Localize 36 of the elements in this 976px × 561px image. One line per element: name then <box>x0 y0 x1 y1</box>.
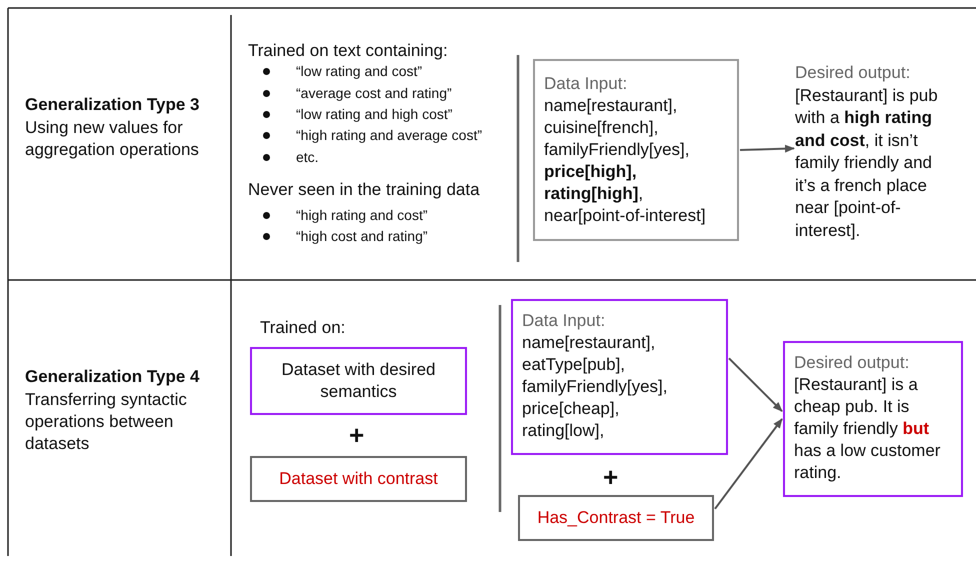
data-input-box <box>533 59 739 241</box>
box-heading: Desired output: <box>795 62 912 84</box>
bullet-item: “low rating and high cost” <box>296 105 452 123</box>
row-description: Using new values for aggregation operations <box>25 117 200 161</box>
plus-sign: + <box>603 462 618 492</box>
arrow <box>728 358 783 412</box>
data-input-box <box>511 299 728 455</box>
arrow <box>714 418 783 510</box>
box-heading: Data Input: <box>544 73 628 95</box>
dataset-box <box>250 347 467 415</box>
box-label: Dataset with desired semantics <box>280 359 437 403</box>
bullet-item: “high rating and cost” <box>296 206 428 224</box>
box-label: Has_Contrast = True <box>536 507 696 529</box>
box-heading: Desired output: <box>794 352 910 374</box>
bullet-item: “high rating and average cost” <box>296 126 482 144</box>
row-heading: Generalization Type 4 <box>25 366 200 387</box>
box-text: [Restaurant] is pub with a high rating and cost, it isn’t family friendly and it’s a french place near [point-of-interest]. <box>795 84 939 242</box>
bullet-item: etc. <box>296 148 319 166</box>
row-heading: Generalization Type 3 <box>25 94 200 115</box>
arrow <box>740 144 795 153</box>
bullet-item: “high cost and rating” <box>296 227 428 245</box>
list-heading: Never seen in the training data <box>248 179 480 200</box>
dataset-box <box>250 456 467 502</box>
box-heading: Data Input: <box>522 310 606 332</box>
list-heading: Trained on: <box>260 317 346 338</box>
flag-box <box>518 495 714 541</box>
bullet-item: “low rating and cost” <box>296 62 422 80</box>
box-text: name[restaurant], cuisine[french], familyFriendly[yes], price[high], rating[high], near[point-of-interest] <box>544 95 707 227</box>
box-text: [Restaurant] is a cheap pub. It is family friendly but has a low customer rating. <box>794 374 942 484</box>
box-label: Dataset with contrast <box>278 468 439 490</box>
plus-sign: + <box>349 420 364 450</box>
output-box <box>783 341 963 497</box>
bullet-item: “average cost and rating” <box>296 84 452 102</box>
row-description: Transferring syntactic operations between datasets <box>25 389 188 455</box>
box-text: name[restaurant], eatType[pub], familyFriendly[yes], price[cheap], rating[low], <box>522 332 668 442</box>
list-heading: Trained on text containing: <box>248 40 448 61</box>
